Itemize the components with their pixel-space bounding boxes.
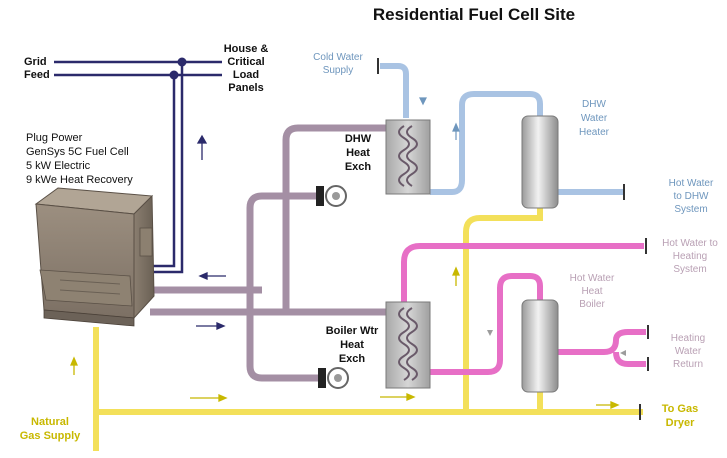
hot-water-dhw-label: Hot Water to DHW System <box>669 178 714 215</box>
coolant-flow-arrows <box>196 272 226 330</box>
svg-text:Heat: Heat <box>346 147 370 159</box>
svg-text:Supply: Supply <box>323 65 354 76</box>
svg-text:Heat: Heat <box>340 339 364 351</box>
coolant-pipes <box>150 124 404 382</box>
cold-water-label: Cold Water Supply <box>313 52 363 76</box>
water-flow-arrows <box>419 97 460 140</box>
pump-icon <box>316 185 347 207</box>
svg-text:Dryer: Dryer <box>666 417 695 429</box>
svg-text:Heating: Heating <box>671 333 705 344</box>
gas-pipes <box>93 205 643 451</box>
svg-text:9 kWe Heat Recovery: 9 kWe Heat Recovery <box>26 174 133 186</box>
hot-water-boiler-label: Hot Water Heat Boiler <box>570 273 615 310</box>
svg-text:System: System <box>674 204 707 215</box>
svg-text:Cold Water: Cold Water <box>313 52 363 63</box>
heating-flow-arrows <box>487 330 626 356</box>
electric-lines <box>54 60 222 274</box>
svg-text:Plug Power: Plug Power <box>26 132 83 144</box>
boiler-heat-exchanger <box>385 301 431 389</box>
svg-text:5 kW Electric: 5 kW Electric <box>26 160 91 172</box>
svg-text:Boiler: Boiler <box>579 299 605 310</box>
house-panels-label: House & Critical Load Panels <box>224 43 269 94</box>
boiler-tank <box>521 299 559 393</box>
dhw-heat-exchanger <box>385 119 431 195</box>
svg-text:Load: Load <box>233 69 259 81</box>
svg-text:Heater: Heater <box>579 127 610 138</box>
heating-return-label: Heating Water Return <box>671 333 705 370</box>
svg-text:Return: Return <box>673 359 703 370</box>
heating-pipes <box>401 243 646 375</box>
svg-text:Boiler Wtr: Boiler Wtr <box>326 325 379 337</box>
svg-text:House &: House & <box>224 43 269 55</box>
dhw-water-heater-tank <box>521 115 559 209</box>
grid-feed-label: Grid Feed <box>24 56 50 81</box>
diagram-title: Residential Fuel Cell Site <box>373 5 575 24</box>
svg-text:Heat: Heat <box>581 286 602 297</box>
gas-flow-arrows <box>70 266 620 409</box>
svg-text:Hot Water: Hot Water <box>570 273 615 284</box>
svg-text:To Gas: To Gas <box>662 403 698 415</box>
svg-text:GenSys 5C Fuel Cell: GenSys 5C Fuel Cell <box>26 146 129 158</box>
dhw-heater-label: DHW Water Heater <box>579 99 610 138</box>
svg-text:DHW: DHW <box>582 99 606 110</box>
svg-text:Water: Water <box>581 113 608 124</box>
svg-text:to DHW: to DHW <box>674 191 710 202</box>
svg-text:Panels: Panels <box>228 82 263 94</box>
grid-junction-dot <box>177 57 187 67</box>
svg-text:Grid: Grid <box>24 56 47 68</box>
svg-text:DHW: DHW <box>345 133 372 145</box>
natural-gas-label: Natural Gas Supply <box>20 416 81 442</box>
svg-text:Natural: Natural <box>31 416 69 428</box>
hot-water-heating-label: Hot Water to Heating System <box>662 238 718 275</box>
svg-text:Critical: Critical <box>227 56 264 68</box>
fuel-cell-unit <box>34 187 155 327</box>
dhw-exchanger-label: DHW Heat Exch <box>345 133 372 173</box>
pump-icon <box>318 367 349 389</box>
grid-junction-dot <box>169 70 179 80</box>
gas-dryer-label: To Gas Dryer <box>662 403 698 429</box>
svg-text:Exch: Exch <box>339 353 366 365</box>
svg-text:Gas Supply: Gas Supply <box>20 430 81 442</box>
svg-text:System: System <box>673 264 706 275</box>
boiler-exchanger-label: Boiler Wtr Heat Exch <box>326 325 379 365</box>
flow-arrow <box>196 134 208 160</box>
water-pipes <box>380 63 624 195</box>
svg-text:Hot Water to: Hot Water to <box>662 238 718 249</box>
svg-text:Exch: Exch <box>345 161 372 173</box>
svg-text:Water: Water <box>675 346 702 357</box>
svg-text:Hot Water: Hot Water <box>669 178 714 189</box>
svg-text:Heating: Heating <box>673 251 707 262</box>
fuel-cell-label: Plug Power GenSys 5C Fuel Cell 5 kW Elec… <box>26 132 133 186</box>
svg-text:Feed: Feed <box>24 69 50 81</box>
